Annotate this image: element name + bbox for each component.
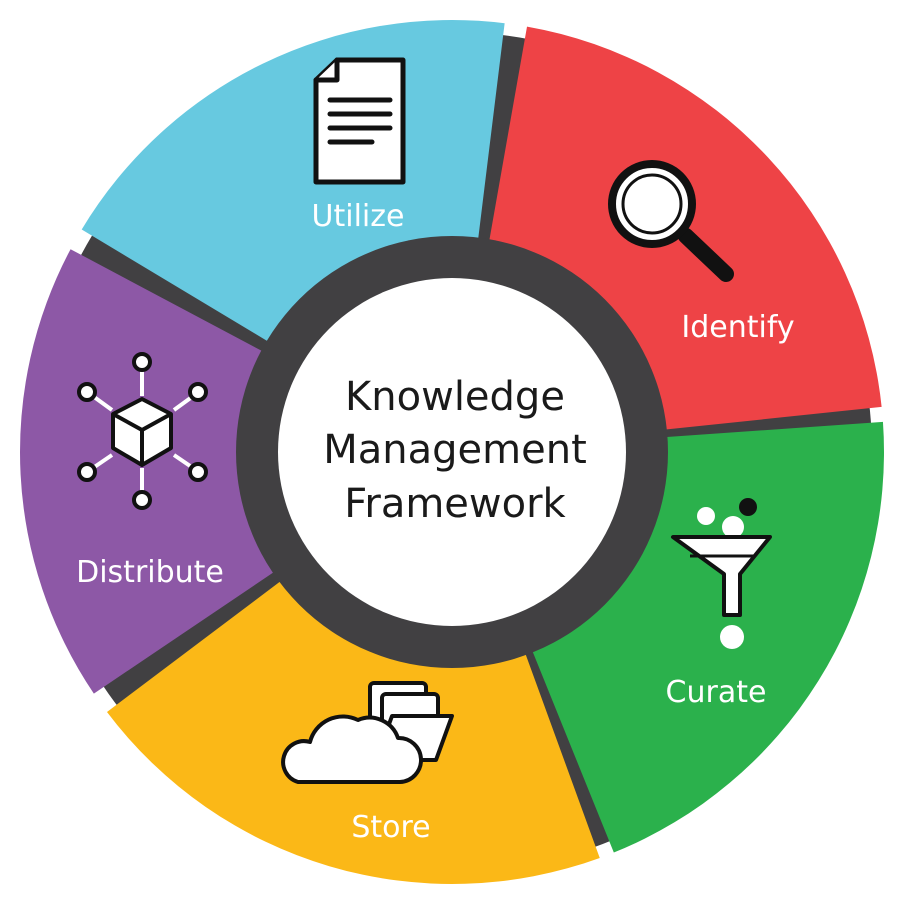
- segment-distribute: [19, 249, 278, 694]
- center-circle: [278, 278, 626, 626]
- center-title-line-3: Framework: [344, 481, 566, 527]
- label-distribute: Distribute: [76, 555, 224, 590]
- network-cube-icon: [77, 352, 208, 510]
- document-icon: [313, 57, 406, 185]
- center-title-line-2: Management: [323, 427, 587, 473]
- label-identify: Identify: [681, 310, 794, 345]
- label-utilize: Utilize: [312, 199, 405, 234]
- center-title-line-1: Knowledge: [345, 374, 565, 420]
- magnifying-glass-icon: [608, 160, 734, 282]
- cloud-folder-icon: [281, 681, 454, 784]
- label-store: Store: [351, 810, 430, 845]
- funnel-icon: [671, 498, 772, 649]
- label-curate: Curate: [666, 675, 767, 710]
- segment-curate: [530, 421, 884, 853]
